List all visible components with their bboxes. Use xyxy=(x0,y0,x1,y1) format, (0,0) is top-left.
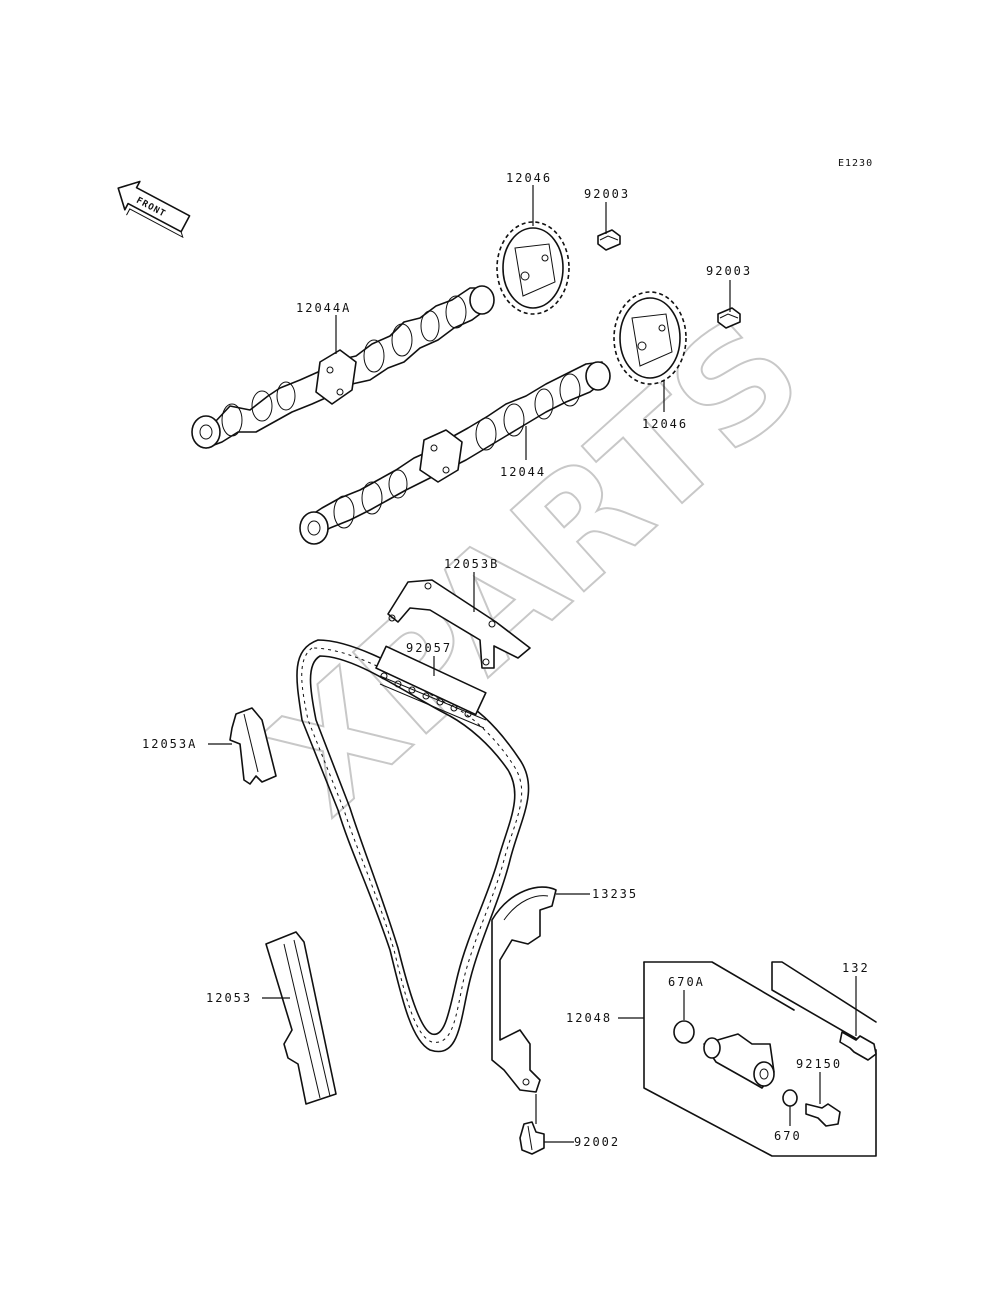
cam-chain-tensioner xyxy=(703,1033,775,1089)
label-13235: 13235 xyxy=(592,887,638,901)
label-92002: 92002 xyxy=(574,1135,620,1149)
sprocket-12046-top xyxy=(496,221,570,315)
timing-chain-92057 xyxy=(296,639,530,1053)
label-12053: 12053 xyxy=(206,991,252,1005)
label-12046-right: 12046 xyxy=(642,417,688,431)
camshaft-12044 xyxy=(299,361,611,545)
bolt-92002 xyxy=(519,1121,545,1155)
o-ring-670 xyxy=(782,1089,798,1107)
label-12053A: 12053A xyxy=(142,737,197,751)
leader-lines xyxy=(208,185,857,1143)
label-12044: 12044 xyxy=(500,465,546,479)
guide-12053A xyxy=(229,707,277,785)
label-12046-top: 12046 xyxy=(506,171,552,185)
chain-links xyxy=(375,645,487,729)
label-12048: 12048 xyxy=(566,1011,612,1025)
label-670: 670 xyxy=(774,1129,802,1143)
diagram-code: E1230 xyxy=(838,158,873,169)
bolt-92003-top xyxy=(597,229,621,251)
bolt-92003-right xyxy=(717,307,741,329)
sprocket-12046-right xyxy=(613,291,687,385)
bolt-92150 xyxy=(805,1103,841,1127)
camshaft-12044A xyxy=(191,285,495,449)
o-ring-670A xyxy=(673,1020,695,1044)
label-12044A: 12044A xyxy=(296,301,351,315)
guide-12053 xyxy=(265,931,337,1105)
front-arrow-icon: FRONT xyxy=(117,180,191,239)
bolt-132 xyxy=(839,1031,877,1061)
label-92057: 92057 xyxy=(406,641,452,655)
label-12053B: 12053B xyxy=(444,557,499,571)
label-92150: 92150 xyxy=(796,1057,842,1071)
part-labels: 12046 92003 92003 12044A 12046 12044 120… xyxy=(142,171,870,1149)
label-132: 132 xyxy=(842,961,870,975)
label-92003-top: 92003 xyxy=(584,187,630,201)
label-670A: 670A xyxy=(668,975,705,989)
label-92003-right: 92003 xyxy=(706,264,752,278)
tensioner-guide-13235 xyxy=(491,886,557,1093)
guide-12053B xyxy=(387,579,531,669)
